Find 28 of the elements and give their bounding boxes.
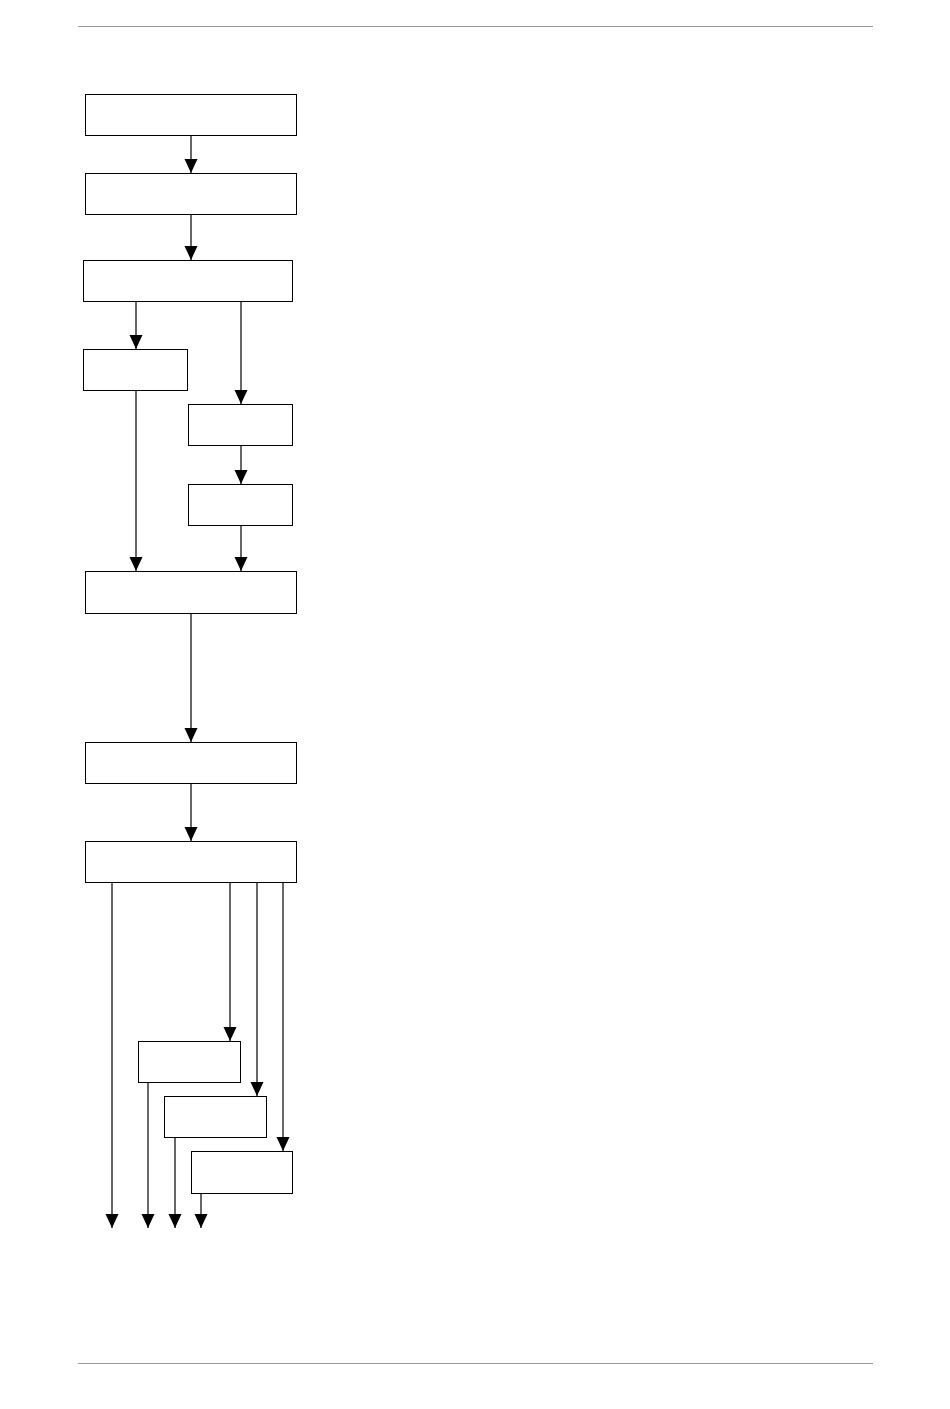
- arrow: [234, 301, 248, 405]
- arrow: [184, 135, 198, 174]
- process-box: [164, 1096, 267, 1138]
- process-box: [83, 260, 293, 302]
- process-box: [188, 404, 293, 446]
- process-box: [85, 94, 297, 136]
- process-box: [85, 841, 297, 883]
- arrow: [184, 613, 198, 743]
- process-box: [188, 484, 293, 526]
- arrow: [184, 214, 198, 261]
- arrow: [234, 525, 248, 572]
- arrow: [276, 882, 290, 1152]
- arrow: [141, 1082, 155, 1229]
- arrow: [184, 783, 198, 842]
- arrow: [234, 445, 248, 485]
- arrow: [129, 301, 143, 350]
- process-box: [85, 173, 297, 215]
- arrow: [250, 882, 264, 1097]
- process-box: [85, 571, 297, 614]
- process-box: [83, 349, 188, 391]
- process-box: [85, 742, 297, 784]
- process-box: [138, 1041, 241, 1083]
- arrow: [194, 1193, 208, 1229]
- arrow: [223, 882, 237, 1042]
- process-box: [191, 1151, 293, 1194]
- arrow: [168, 1137, 182, 1229]
- arrow: [129, 390, 143, 572]
- arrow: [105, 882, 119, 1229]
